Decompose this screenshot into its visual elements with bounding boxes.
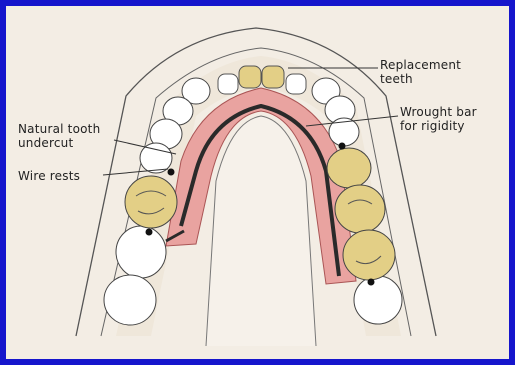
replacement-teeth-label-line2: teeth bbox=[380, 72, 461, 86]
replacement-teeth-label: Replacement teeth bbox=[380, 58, 461, 86]
left-replacement-teeth bbox=[125, 176, 177, 228]
denture-illustration: Replacement teeth Wrought bar for rigidi… bbox=[6, 6, 509, 359]
wrought-bar-label-line2: for rigidity bbox=[400, 119, 477, 133]
replacement-teeth-label-line1: Replacement bbox=[380, 58, 461, 72]
natural-tooth-undercut-label: Natural tooth undercut bbox=[18, 122, 100, 150]
natural-tooth-label-line2: undercut bbox=[18, 136, 100, 150]
wire-rests-label-text: Wire rests bbox=[18, 169, 80, 183]
palate bbox=[206, 116, 316, 346]
wrought-bar-label-line1: Wrought bar bbox=[400, 105, 477, 119]
wire-rests-label: Wire rests bbox=[18, 169, 80, 183]
natural-tooth-label-line1: Natural tooth bbox=[18, 122, 100, 136]
wrought-bar-label: Wrought bar for rigidity bbox=[400, 105, 477, 133]
